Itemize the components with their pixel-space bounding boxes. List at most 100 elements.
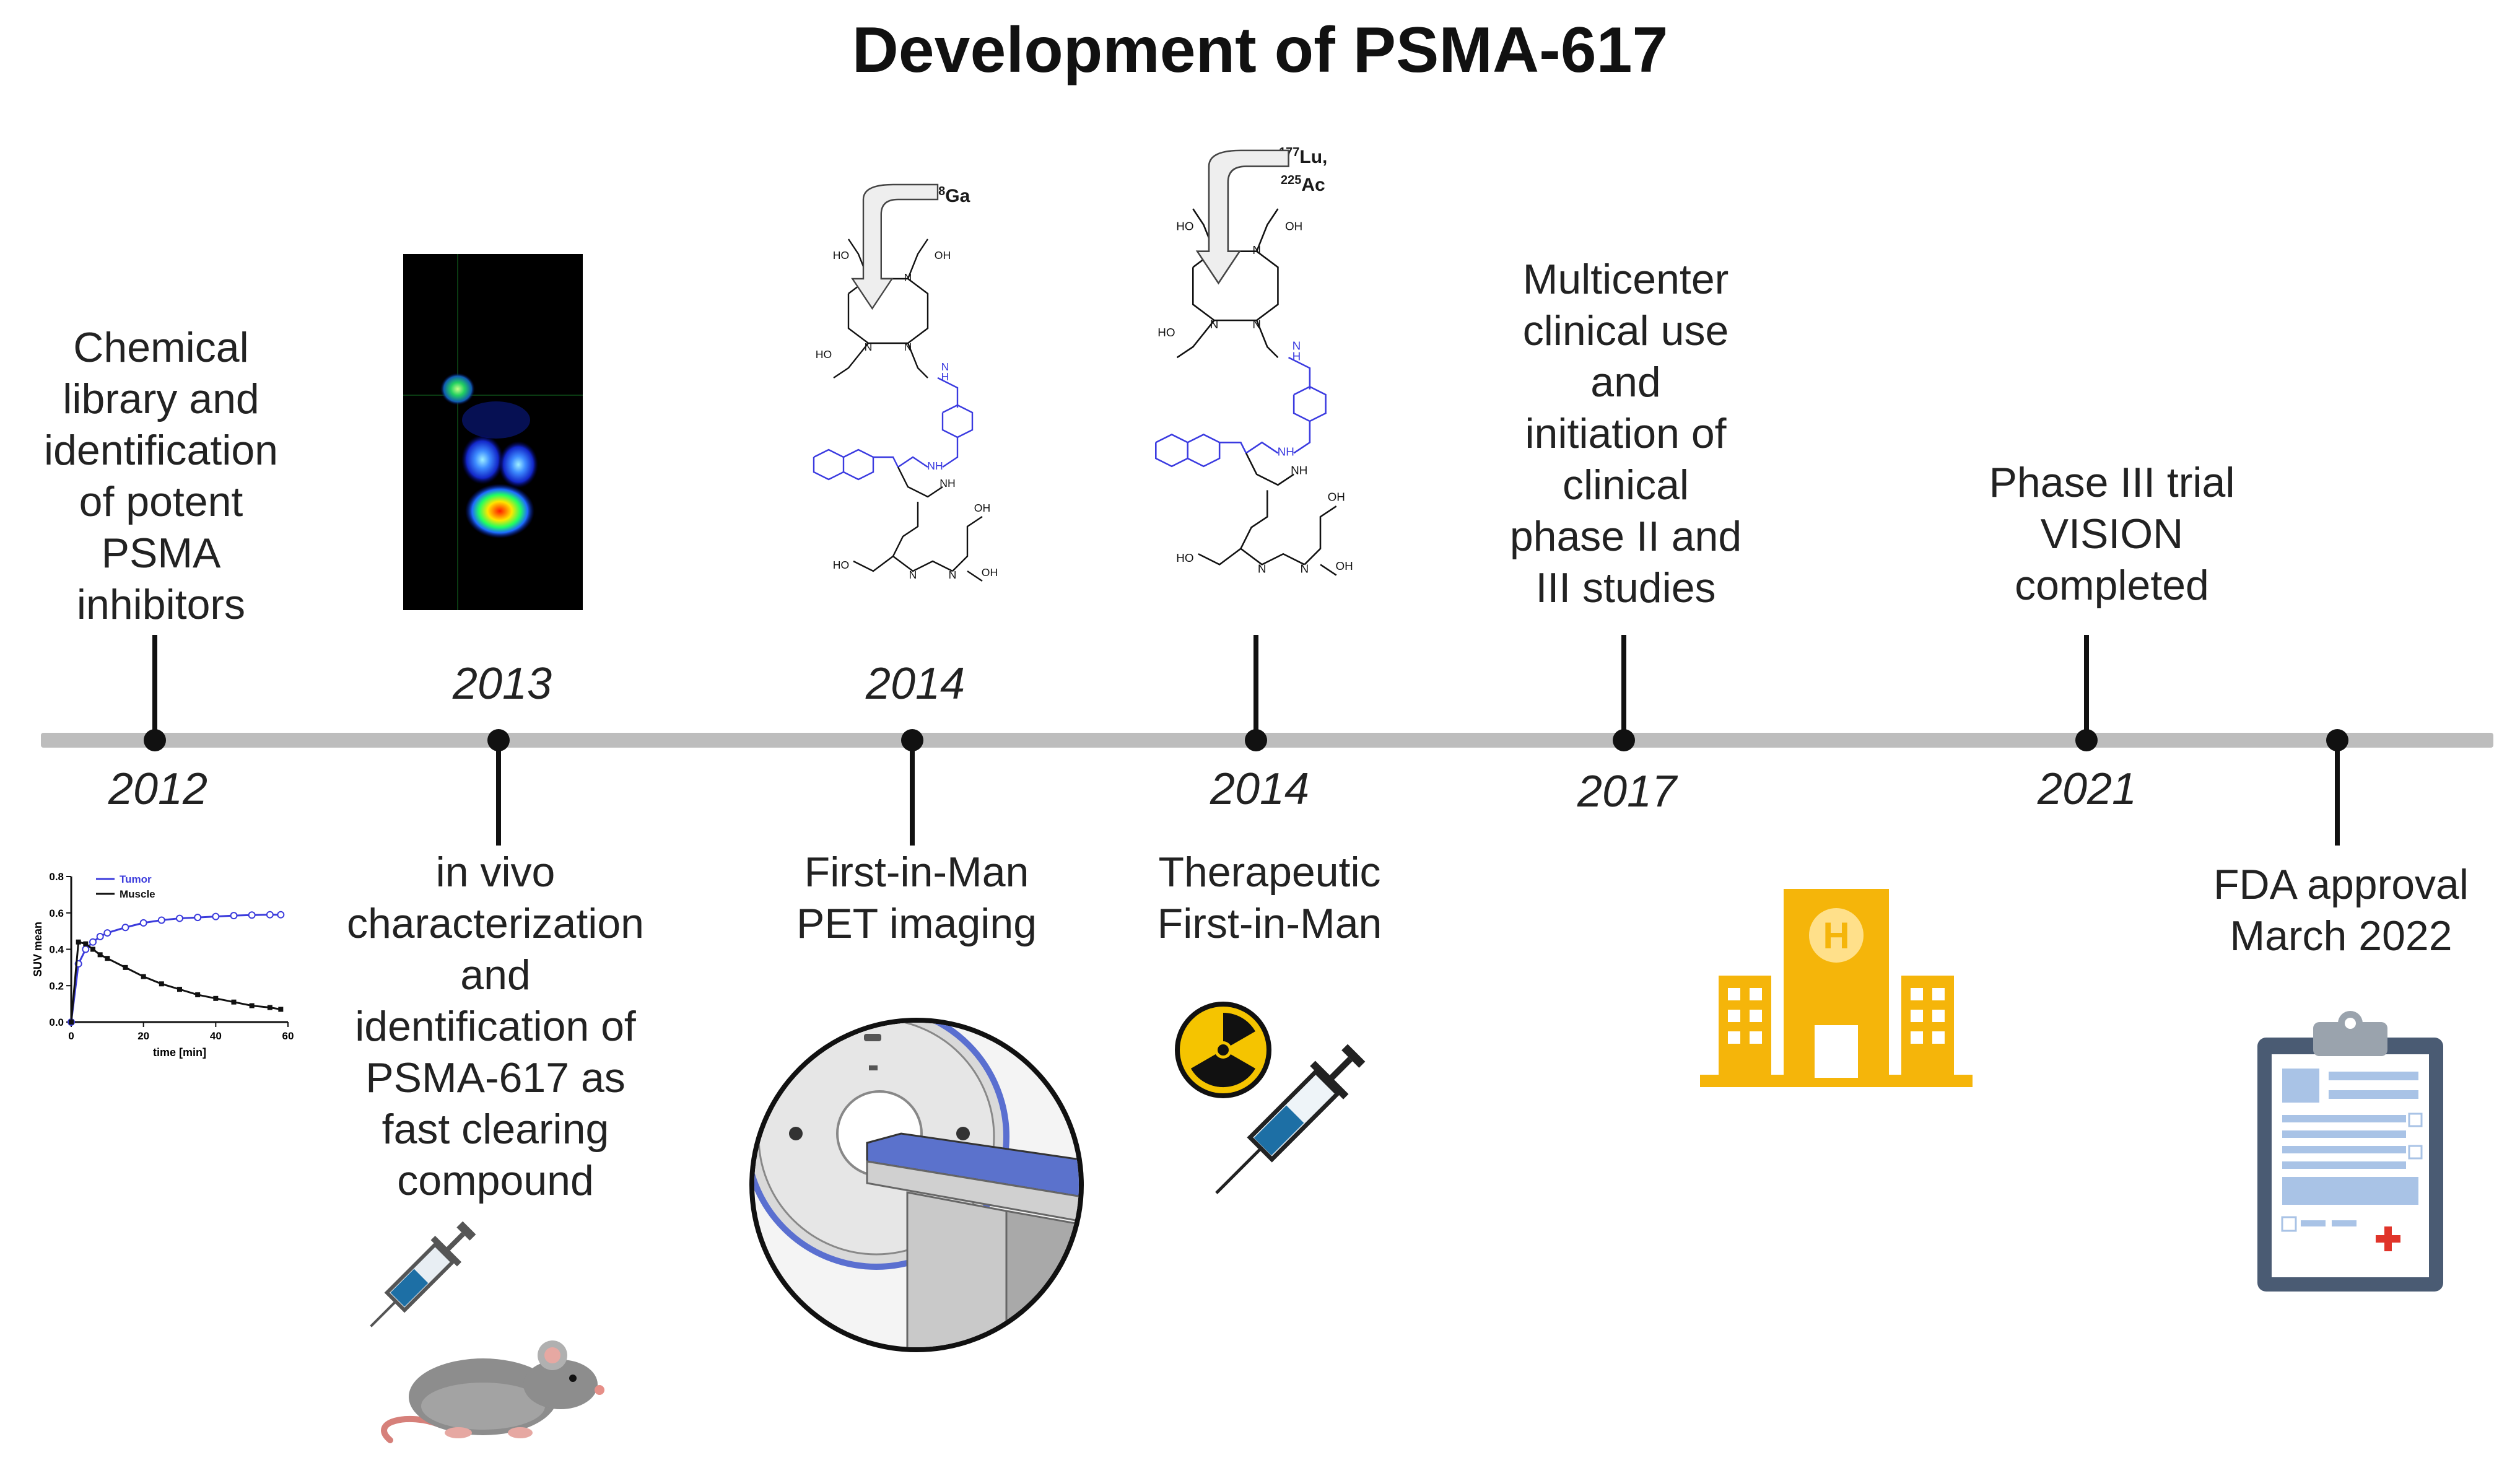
naphthyl-ring bbox=[843, 448, 874, 481]
atom-n: N bbox=[1300, 562, 1309, 575]
group-oh: OH bbox=[935, 249, 951, 261]
text-line: March 2022 bbox=[2230, 912, 2452, 959]
description-fda: FDA approval March 2022 bbox=[2180, 859, 2502, 962]
x-tick-label: 40 bbox=[210, 1030, 222, 1042]
text-line: identification of bbox=[355, 1003, 636, 1050]
timeline-dot-2013 bbox=[487, 729, 510, 751]
backbone-bond bbox=[1245, 452, 1294, 486]
y-tick-label: 0.2 bbox=[49, 980, 64, 992]
data-point-muscle bbox=[123, 964, 128, 970]
acetate-arm bbox=[907, 238, 928, 279]
naphthyl-ring bbox=[813, 448, 845, 481]
text-line: Chemical bbox=[73, 324, 249, 371]
acetate-arm bbox=[1176, 320, 1215, 359]
lysine-chain bbox=[892, 502, 919, 557]
naphthyl-ring bbox=[1155, 433, 1188, 468]
text-line: FDA approval bbox=[2213, 861, 2469, 908]
group-oh: OH bbox=[1285, 219, 1302, 232]
text-line: and bbox=[1590, 359, 1661, 406]
text-line: First-in-Man bbox=[804, 849, 1029, 896]
acid-bond bbox=[1198, 548, 1242, 566]
linker-bond bbox=[937, 377, 959, 408]
group-nh: NH bbox=[927, 460, 943, 472]
amide-bond bbox=[1293, 421, 1311, 454]
linker-bond bbox=[1245, 441, 1279, 454]
y-tick-label: 0.8 bbox=[49, 871, 64, 883]
timeline-dot-fda bbox=[2326, 729, 2348, 751]
data-point-tumor bbox=[157, 916, 165, 924]
legend-label: Tumor bbox=[120, 873, 152, 885]
data-point-muscle bbox=[105, 956, 110, 961]
year-2021: 2021 bbox=[2037, 764, 2137, 814]
description-2012: Chemical library and identification of p… bbox=[12, 322, 310, 631]
timeline-dot-2017 bbox=[1613, 729, 1635, 751]
acetate-arm bbox=[833, 343, 869, 378]
series-line-muscle bbox=[70, 940, 281, 1023]
clipboard-icon bbox=[2257, 1011, 2443, 1292]
data-point-muscle bbox=[213, 995, 219, 1001]
syringe-icon bbox=[1215, 1044, 1366, 1194]
group-ho: HO bbox=[1158, 326, 1175, 339]
data-point-muscle bbox=[69, 1020, 74, 1025]
tick-2021 bbox=[2084, 635, 2089, 740]
linker-bond bbox=[1219, 442, 1247, 454]
description-2014-therapy: Therapeutic First-in-Man bbox=[1121, 847, 1418, 950]
data-point-tumor bbox=[103, 929, 111, 937]
group-nh: NH bbox=[1278, 445, 1294, 458]
data-point-muscle bbox=[278, 1007, 284, 1012]
group-nh: NH bbox=[1291, 464, 1307, 477]
y-axis-label: SUV mean bbox=[32, 922, 44, 977]
data-point-muscle bbox=[231, 999, 237, 1005]
naphthyl-ring bbox=[1187, 433, 1221, 468]
description-2021: Phase III trial VISION completed bbox=[1945, 457, 2279, 611]
description-2014-pet: First-in-Man PET imaging bbox=[762, 847, 1071, 950]
text-line: in vivo bbox=[435, 849, 556, 896]
hospital-icon: H bbox=[1700, 889, 1973, 1087]
text-line: PSMA-617 as bbox=[365, 1054, 626, 1101]
data-point-tumor bbox=[96, 932, 104, 940]
x-axis-label: time [min] bbox=[153, 1046, 206, 1059]
group-oh: OH bbox=[1335, 559, 1353, 572]
group-ho: HO bbox=[1176, 551, 1193, 564]
radiation-icon bbox=[1175, 1002, 1271, 1098]
description-2017: Multicenter clinical use and initiation … bbox=[1465, 254, 1787, 614]
pet-scan-image bbox=[403, 254, 583, 610]
atom-h: H bbox=[1293, 349, 1301, 362]
year-2014-pet: 2014 bbox=[865, 659, 966, 709]
text-line: fast clearing bbox=[381, 1106, 609, 1153]
text-line: identification bbox=[43, 427, 279, 474]
year-2012: 2012 bbox=[108, 764, 208, 814]
amide-bond bbox=[942, 437, 959, 468]
year-2017: 2017 bbox=[1577, 767, 1677, 816]
isotope-element: Ac bbox=[1301, 175, 1325, 195]
x-tick-label: 60 bbox=[282, 1030, 294, 1042]
data-point-tumor bbox=[194, 914, 202, 922]
year-2014-therapy: 2014 bbox=[1210, 764, 1310, 814]
tick-2012 bbox=[152, 635, 157, 740]
y-tick-label: 0.0 bbox=[49, 1016, 64, 1028]
description-2013: in vivo characterization and identificat… bbox=[310, 847, 681, 1207]
acid-bond bbox=[967, 570, 983, 582]
text-line: VISION bbox=[2040, 510, 2184, 557]
text-line: initiation of bbox=[1525, 410, 1727, 457]
data-point-muscle bbox=[267, 1005, 272, 1010]
text-line: and bbox=[460, 951, 531, 999]
group-ho: HO bbox=[833, 559, 849, 571]
cyclohexyl-ring bbox=[1293, 385, 1327, 422]
data-point-tumor bbox=[266, 911, 274, 919]
x-tick-label: 0 bbox=[68, 1030, 74, 1042]
isotope-element: Ga bbox=[945, 186, 970, 206]
linker-bond bbox=[1255, 320, 1279, 359]
data-point-muscle bbox=[249, 1003, 255, 1008]
data-point-muscle bbox=[195, 992, 201, 997]
lysine-chain bbox=[1240, 490, 1268, 549]
data-point-tumor bbox=[89, 938, 97, 946]
urea-bond bbox=[1240, 548, 1305, 566]
text-line: clinical bbox=[1562, 461, 1689, 509]
text-line: PSMA bbox=[101, 530, 221, 577]
data-point-muscle bbox=[177, 987, 182, 992]
text-line: Phase III trial bbox=[1989, 459, 2235, 506]
tick-2017 bbox=[1621, 635, 1626, 740]
atom-n: N bbox=[1293, 339, 1301, 352]
tick-2014-pet bbox=[910, 740, 915, 846]
